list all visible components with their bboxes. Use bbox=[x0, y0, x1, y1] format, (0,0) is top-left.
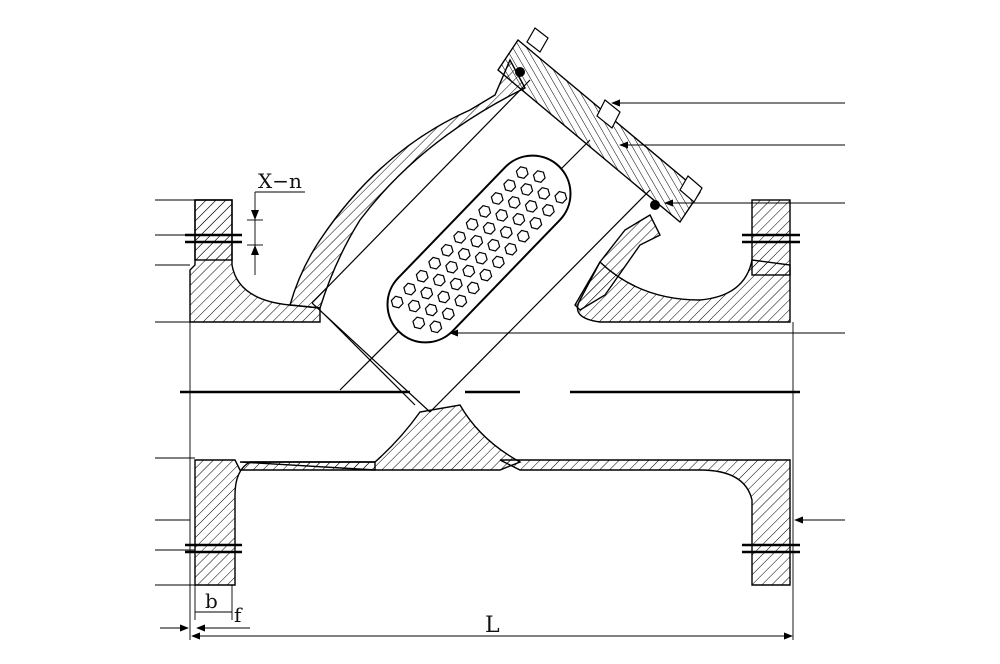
dimension-x-n: X−n bbox=[247, 169, 305, 275]
screen-hole bbox=[532, 170, 546, 183]
screen-hole bbox=[504, 242, 518, 256]
screen-hole bbox=[454, 294, 468, 308]
screen-hole bbox=[524, 199, 538, 213]
right-leader-arrows bbox=[449, 99, 845, 524]
left-leader-lines bbox=[155, 199, 195, 586]
screen-hole bbox=[415, 269, 429, 283]
valve-body-bottom bbox=[239, 404, 522, 471]
screen-hole bbox=[428, 256, 442, 270]
screen-hole bbox=[554, 190, 568, 204]
screen-hole bbox=[515, 166, 529, 180]
label-b: b bbox=[205, 589, 218, 613]
screen-hole bbox=[420, 286, 434, 300]
screen-hole bbox=[457, 247, 471, 261]
screen-hole bbox=[541, 203, 555, 217]
screen-hole bbox=[462, 264, 476, 278]
screen-hole bbox=[495, 208, 509, 222]
screen-hole bbox=[529, 216, 543, 230]
screen-hole bbox=[482, 221, 496, 235]
screen-hole bbox=[403, 282, 417, 296]
screen-hole bbox=[479, 268, 493, 282]
screen-hole bbox=[516, 229, 530, 243]
screen-hole bbox=[503, 179, 517, 192]
screen-hole bbox=[440, 243, 454, 257]
screen-hole bbox=[520, 183, 534, 196]
screen-hole bbox=[490, 192, 504, 205]
screen-hole bbox=[465, 217, 479, 231]
screen-hole bbox=[470, 234, 484, 248]
screen-hole bbox=[512, 212, 526, 226]
screen-hole bbox=[487, 238, 501, 252]
dimension-l: L bbox=[191, 322, 794, 640]
dimension-b-f: b f bbox=[160, 322, 250, 640]
screen-hole bbox=[429, 320, 443, 334]
label-x-n: X−n bbox=[258, 169, 302, 193]
screen-hole bbox=[491, 255, 505, 269]
screen-hole bbox=[390, 295, 404, 309]
screen-hole bbox=[499, 225, 513, 239]
screen-hole bbox=[432, 273, 446, 287]
screen-hole bbox=[445, 260, 459, 274]
screen-hole bbox=[437, 290, 451, 304]
label-f: f bbox=[234, 603, 243, 627]
screen-hole bbox=[466, 281, 480, 295]
screen-hole bbox=[537, 186, 551, 200]
label-l: L bbox=[485, 613, 500, 638]
screen-hole bbox=[412, 316, 426, 330]
screen-hole bbox=[407, 299, 421, 313]
left-flange bbox=[189, 199, 376, 586]
screen-hole bbox=[441, 307, 455, 321]
screen-hole bbox=[474, 251, 488, 265]
cover-plate bbox=[497, 38, 701, 224]
screen-hole bbox=[478, 204, 492, 218]
right-flange bbox=[499, 199, 791, 586]
screen-hole bbox=[424, 303, 438, 317]
cover-bolts bbox=[526, 27, 703, 203]
screen-hole bbox=[507, 195, 521, 209]
screen-hole bbox=[453, 230, 467, 244]
perforated-screen bbox=[386, 154, 572, 344]
flange-bolts bbox=[185, 233, 800, 554]
screen-hole bbox=[449, 277, 463, 291]
